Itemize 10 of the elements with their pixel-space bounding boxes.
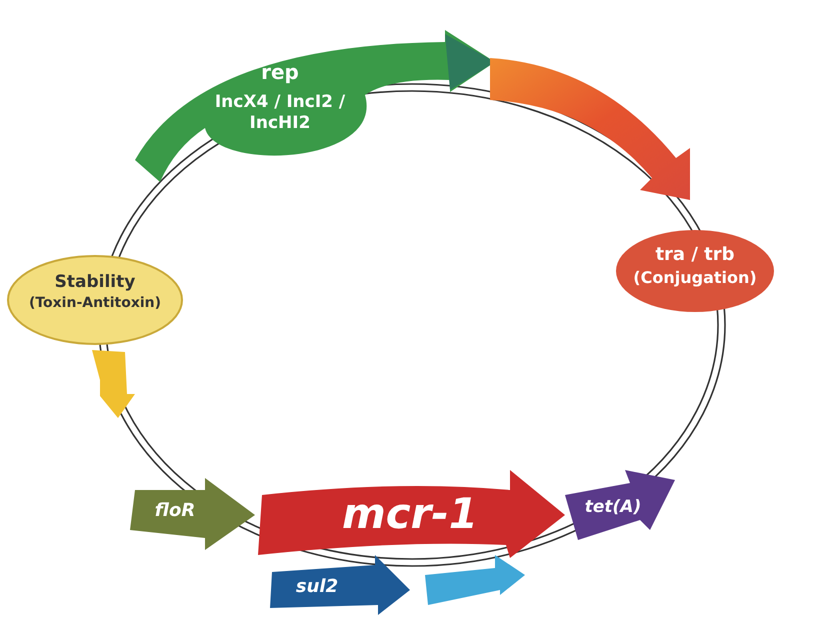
gene-label: tra / trb [654, 244, 736, 266]
gene-label: mcr-1 [340, 488, 480, 540]
gene-label: floR [154, 500, 196, 522]
gene-label: (Toxin-Antitoxin) [28, 295, 162, 312]
gene-label: (Conjugation) [632, 268, 758, 288]
gene-label: rep [260, 60, 300, 85]
gene-label: sul2 [294, 576, 340, 598]
gene-label: IncX4 / IncI2 / IncHI2 [214, 92, 346, 134]
gene-label: Stability [54, 272, 136, 294]
gene-label: tet(A) [584, 497, 642, 518]
